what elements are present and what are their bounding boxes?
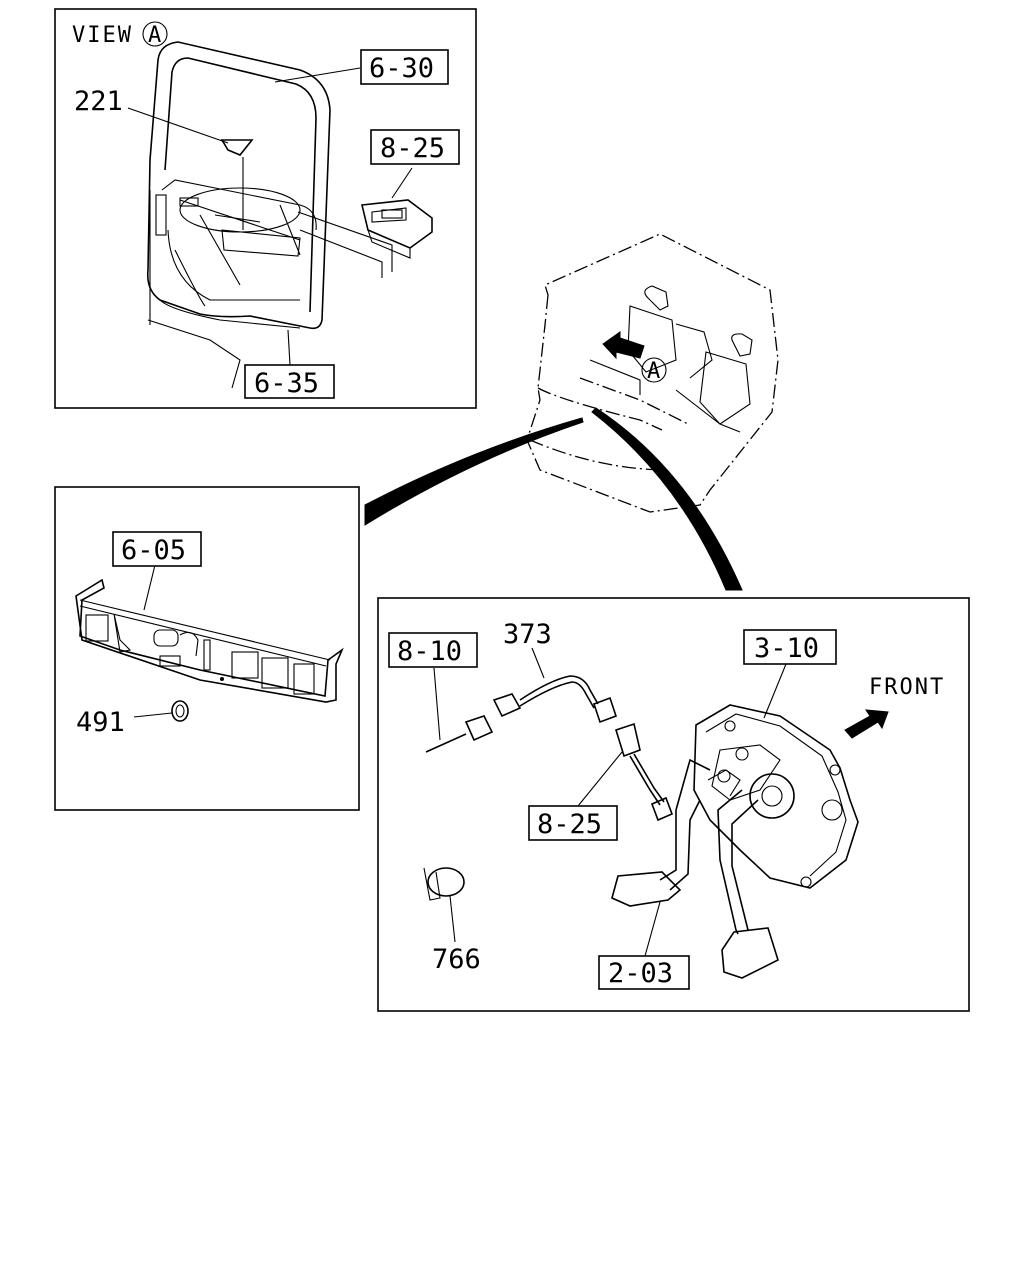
dash-panel-frame <box>54 486 360 811</box>
switch-8-25-illustration <box>361 199 433 259</box>
front-direction-arrow <box>844 709 889 739</box>
leader-8-25-bottom <box>577 751 623 807</box>
callout-8-25-top: 8-25 <box>380 133 445 164</box>
view-a-panel: VIEW A <box>54 8 477 409</box>
cab-view-marker-letter: A <box>647 359 662 384</box>
callout-2-03: 2-03 <box>608 958 673 989</box>
front-label: FRONT <box>869 675 945 700</box>
callout-3-10: 3-10 <box>754 633 819 664</box>
pedal-panel: FRONT 8-10 373 3-10 8-25 766 2-03 <box>377 597 970 1012</box>
part-766-clip <box>423 867 465 901</box>
callout-box-6-30 <box>360 49 449 85</box>
pedal-assembly-illustration <box>611 704 859 979</box>
leader-8-25-c <box>299 229 383 278</box>
dash-panel: 6-05 491 <box>54 486 360 811</box>
callout-box-6-05 <box>112 531 202 567</box>
leader-8-25-top <box>391 167 413 199</box>
callout-box-8-10 <box>388 632 478 668</box>
part-221-shape <box>220 139 254 156</box>
callout-box-2-03 <box>598 955 690 990</box>
callout-box-3-10 <box>743 629 837 665</box>
callout-491: 491 <box>76 707 125 738</box>
view-marker-letter: A <box>148 23 163 48</box>
cab-illustration: A <box>526 233 779 513</box>
leader-6-35 <box>287 329 291 366</box>
leader-221 <box>127 107 229 144</box>
callout-box-8-25-top <box>370 129 460 165</box>
leader-2-03 <box>644 901 661 957</box>
cab-view-marker-circle <box>641 357 667 383</box>
leader-3-10 <box>763 663 787 719</box>
view-marker-circle <box>142 21 168 47</box>
wiring-harness-illustration <box>425 675 674 822</box>
leader-8-10 <box>433 667 441 741</box>
leader-373 <box>531 647 545 679</box>
part-491-grommet <box>171 700 189 722</box>
callout-box-8-25-bottom <box>528 805 618 841</box>
callout-6-30: 6-30 <box>369 53 434 84</box>
callout-6-35: 6-35 <box>254 368 319 399</box>
door-frame-illustration <box>146 41 331 389</box>
leader-6-05 <box>143 564 156 611</box>
callout-766: 766 <box>432 944 481 975</box>
dashboard-illustration <box>75 578 344 703</box>
leader-6-30 <box>274 67 361 83</box>
view-title: VIEW <box>72 23 133 48</box>
callout-8-25-bottom: 8-25 <box>537 809 602 840</box>
callout-6-05: 6-05 <box>121 535 186 566</box>
callout-221: 221 <box>74 86 123 117</box>
callout-box-6-35 <box>244 364 335 399</box>
callout-8-10: 8-10 <box>397 636 462 667</box>
callout-373: 373 <box>503 619 552 650</box>
leader-8-25-b <box>297 211 393 272</box>
view-direction-arrow <box>602 331 645 360</box>
swoosh-to-dash-panel <box>364 417 584 526</box>
leader-491 <box>133 712 173 718</box>
swoosh-to-pedal-panel <box>591 407 743 591</box>
leader-766 <box>449 895 456 943</box>
